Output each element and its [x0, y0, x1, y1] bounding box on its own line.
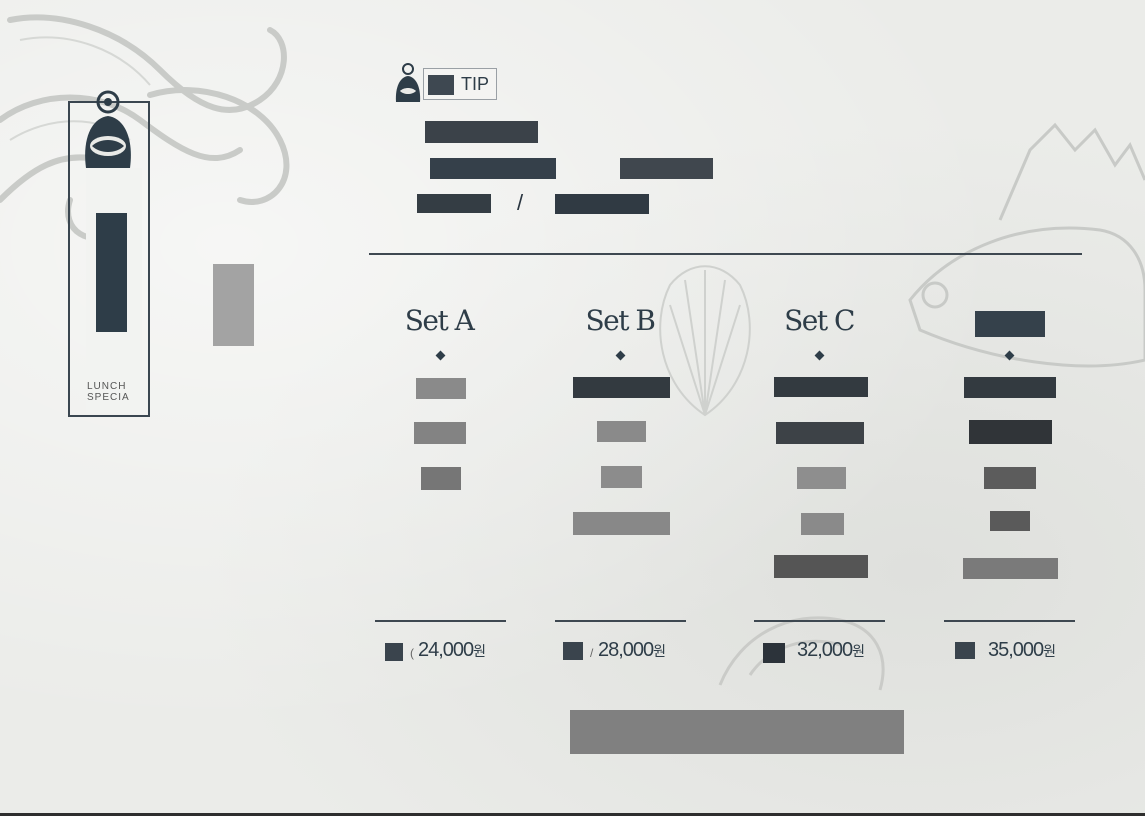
- side-caption-line2: SPECIA: [87, 392, 130, 403]
- set-b-item: [573, 512, 670, 535]
- set-b-price: 28,000원: [598, 639, 667, 661]
- tip-separator: /: [517, 190, 524, 215]
- set-a-tick: (: [410, 646, 414, 660]
- set-c-item: [774, 555, 868, 578]
- tip-label: TIP: [461, 74, 490, 94]
- set-c-rule: [754, 620, 885, 622]
- set-b-item: [597, 421, 646, 442]
- set-a-item: [414, 422, 466, 444]
- monk-logo-icon: [85, 90, 131, 168]
- set-b-item: [573, 377, 670, 398]
- set-a-price-redacted: [385, 643, 403, 661]
- set-d-price-redacted: [955, 642, 975, 659]
- set-c-title: Set C: [784, 304, 855, 337]
- side-redacted-block: [213, 264, 254, 346]
- set-d-item: [984, 467, 1036, 489]
- set-d-title-redacted: [975, 311, 1045, 337]
- tip-redacted-square: [428, 75, 454, 95]
- set-c-item: [776, 422, 864, 444]
- set-d-rule: [944, 620, 1075, 622]
- set-c-item: [774, 377, 868, 397]
- tip-line2b-redacted: [620, 158, 713, 179]
- set-b-tick: /: [590, 646, 594, 660]
- set-a-price: 24,000원: [418, 639, 487, 661]
- set-c-price: 32,000원: [797, 639, 866, 661]
- set-c-item: [801, 513, 844, 535]
- set-c-price-redacted: [763, 643, 785, 663]
- side-redacted-title: [96, 213, 127, 332]
- tip-line3b-redacted: [555, 194, 649, 214]
- set-b-title: Set B: [585, 304, 656, 337]
- set-d-item: [964, 377, 1056, 398]
- set-a-rule: [375, 620, 506, 622]
- tip-line1-redacted: [425, 121, 538, 143]
- set-d-item: [969, 420, 1052, 444]
- set-a-item: [416, 378, 466, 399]
- footer-redacted-bar: [570, 710, 904, 754]
- set-d-price: 35,000원: [988, 639, 1057, 661]
- side-caption: LUNCH SPECIA: [87, 381, 130, 403]
- set-b-price-redacted: [563, 642, 583, 660]
- set-d-item: [990, 511, 1030, 531]
- tip-line2a-redacted: [430, 158, 556, 179]
- set-a-item: [421, 467, 461, 490]
- set-c-item: [797, 467, 846, 489]
- tip-monk-icon: [395, 63, 421, 102]
- set-b-rule: [555, 620, 686, 622]
- tip-line3a-redacted: [417, 194, 491, 213]
- set-d-item: [963, 558, 1058, 579]
- side-caption-line1: LUNCH: [87, 381, 127, 392]
- bottom-border: [0, 813, 1145, 816]
- set-a-title: Set A: [404, 304, 475, 337]
- set-b-item: [601, 466, 642, 488]
- divider-line: [369, 253, 1082, 255]
